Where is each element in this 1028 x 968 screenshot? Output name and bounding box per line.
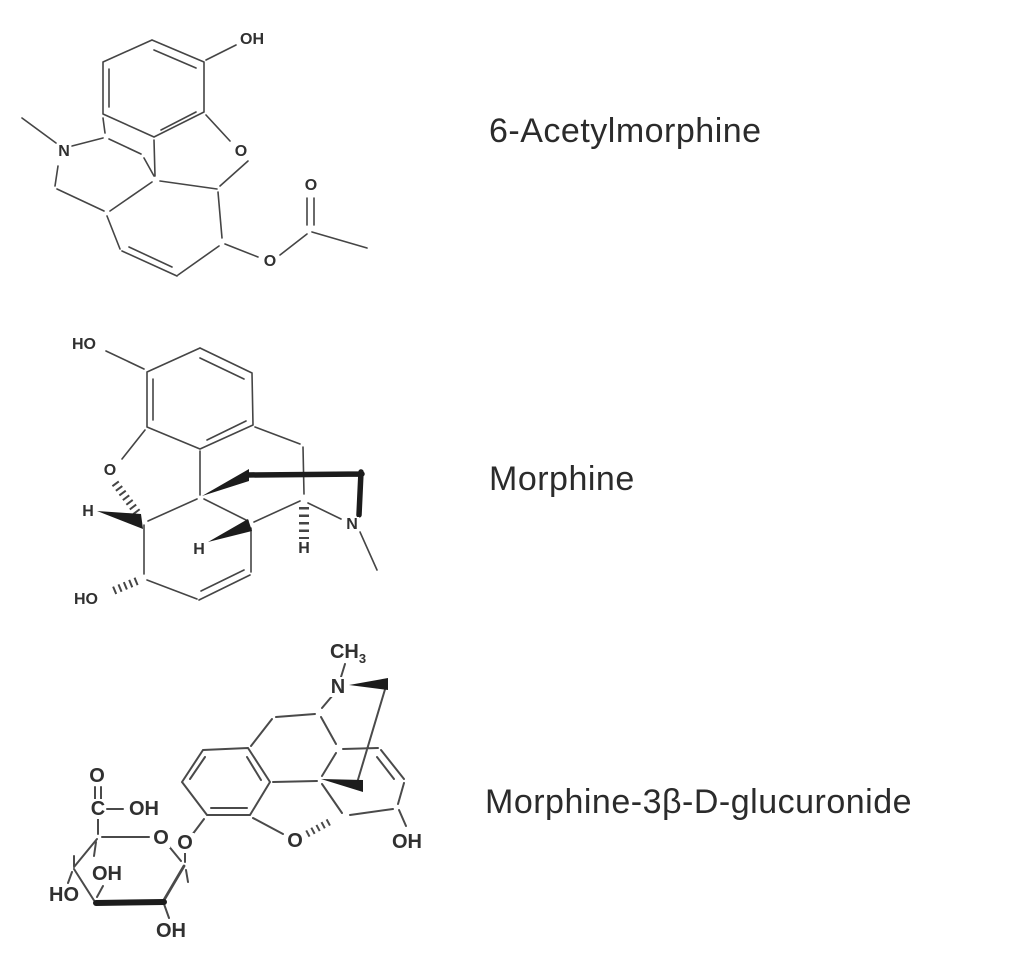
atom-label-ho: HO [71, 336, 97, 353]
atom-label-oh: OH [91, 863, 123, 885]
atom-label-o: O [176, 832, 194, 854]
atom-label-oh: OH [155, 920, 187, 942]
atom-label-c: C [89, 798, 107, 820]
atom-label-oh: OH [239, 31, 265, 48]
atom-label-o: O [286, 830, 304, 852]
atom-label-o: O [233, 143, 249, 160]
compound-label-morphine: Morphine [489, 459, 635, 498]
atom-label-o: O [303, 177, 319, 194]
atom-label-o: O [102, 462, 118, 479]
atom-label-h: H [297, 540, 311, 557]
structure-6-acetylmorphine [21, 39, 368, 277]
atom-label-ho: HO [73, 591, 99, 608]
atom-label-o: O [152, 827, 170, 849]
atom-label-n: N [57, 143, 71, 160]
atom-label-n: N [345, 516, 359, 533]
bold-wedge-bonds [321, 678, 388, 792]
atom-label-n: N [329, 676, 347, 698]
structure-morphine-3b-d-glucuronide [67, 663, 407, 919]
atom-label-oh: OH [128, 798, 160, 820]
atom-label-ho: HO [48, 884, 80, 906]
atom-label-o: O [262, 253, 278, 270]
bold-wedge-bonds [97, 469, 252, 542]
atom-label-oh: OH [391, 831, 423, 853]
atom-label-h: H [81, 503, 95, 520]
stereo-hash-bonds [111, 480, 309, 595]
atom-label-h: H [192, 541, 206, 558]
compound-label-morphine-3b-d-glucuronide: Morphine-3β-D-glucuronide [485, 782, 913, 821]
atom-label-o: O [88, 765, 106, 787]
atom-label-ch3: CH3 [328, 641, 368, 666]
compound-label-6-acetylmorphine: 6-Acetylmorphine [489, 111, 762, 150]
structure-morphine [97, 347, 378, 601]
